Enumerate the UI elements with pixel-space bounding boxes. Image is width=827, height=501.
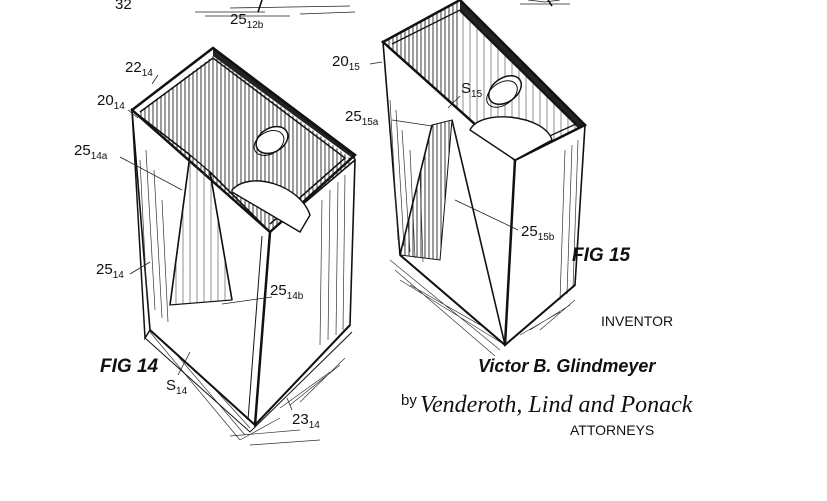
label-s-15: S15 — [461, 80, 483, 100]
inventor-name: Victor B. Glindmeyer — [478, 356, 656, 376]
label-25-14: 2514 — [96, 261, 124, 281]
credits-block: INVENTOR Victor B. Glindmeyer by Vendero… — [401, 313, 693, 438]
label-25-14a: 2514a — [74, 142, 108, 162]
label-32: 32 — [115, 0, 132, 13]
inventor-heading: INVENTOR — [601, 313, 673, 329]
label-20-14: 2014 — [97, 92, 125, 112]
label-20-15: 2015 — [332, 53, 360, 73]
label-25-12b: 2512b — [230, 11, 264, 31]
label-25-14b: 2514b — [270, 282, 304, 302]
label-s-14: S14 — [166, 377, 188, 397]
fig15-labels: 2015 S15 2515a 2515b FIG 15 — [332, 53, 631, 266]
label-25-15b: 2515b — [521, 223, 555, 243]
fig15-title: FIG 15 — [572, 245, 631, 266]
by-label: by — [401, 392, 417, 409]
fig15-drawing — [380, 0, 588, 357]
fig14-drawing — [130, 46, 357, 446]
label-22-14: 2214 — [125, 59, 153, 79]
label-23-14: 2314 — [292, 411, 320, 431]
fig14-labels: 2214 2014 2514a 2514 2514b FIG 14 S14 23… — [74, 59, 320, 431]
fig14-title: FIG 14 — [100, 356, 159, 377]
top-fragment: 32 2512b — [115, 0, 570, 31]
label-25-15a: 2515a — [345, 108, 379, 128]
attorney-signature: Venderoth, Lind and Ponack — [420, 392, 693, 418]
attorneys-heading: ATTORNEYS — [570, 422, 654, 438]
fig15-ground-shadow — [389, 259, 576, 357]
